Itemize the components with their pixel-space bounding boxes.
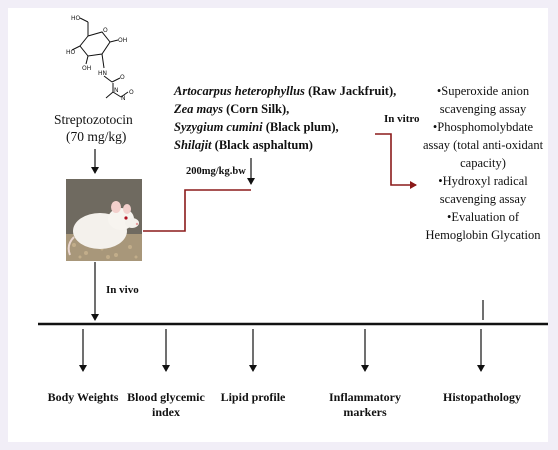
herb-latin-name: Zea mays <box>174 102 223 116</box>
assay-item: •Superoxide anion scavenging assay <box>418 82 548 118</box>
herb-latin-name: Artocarpus heterophyllus <box>174 84 305 98</box>
herb-latin-name: Syzygium cumini <box>174 120 263 134</box>
assay-item: •Phosphomolybdate assay (total anti-oxid… <box>418 118 548 172</box>
herb-latin-name: Shilajit <box>174 138 212 152</box>
assay-list: •Superoxide anion scavenging assay •Phos… <box>418 82 548 244</box>
in-vitro-label: In vitro <box>384 113 420 125</box>
assay-item: •Evaluation of Hemoglobin Glycation <box>418 208 548 244</box>
in-vivo-label: In vivo <box>106 284 139 296</box>
diagram-canvas: HO O OH HO OH HN O N N O Streptozotocin … <box>8 8 548 442</box>
assay-item: •Hydroxyl radical scavenging assay <box>418 172 548 208</box>
outcome-inflammatory-markers: Inflammatory markers <box>320 390 410 420</box>
herb-item: Shilajit (Black asphaltum) <box>174 136 414 154</box>
herb-list: Artocarpus heterophyllus (Raw Jackfruit)… <box>174 82 414 154</box>
herb-common-name: (Raw Jackfruit), <box>305 84 396 98</box>
herb-common-name: (Corn Silk), <box>223 102 289 116</box>
outcome-blood-glycemic-index: Blood glycemic index <box>124 390 208 420</box>
outcome-body-weights: Body Weights <box>36 390 130 405</box>
herb-item: Syzygium cumini (Black plum), <box>174 118 414 136</box>
herb-common-name: (Black asphaltum) <box>212 138 313 152</box>
red-step-line <box>143 190 251 231</box>
dose-label: 200mg/kg.bw <box>186 166 246 177</box>
outcome-histopathology: Histopathology <box>430 390 534 405</box>
outcome-lipid-profile: Lipid profile <box>208 390 298 405</box>
herb-common-name: (Black plum), <box>263 120 339 134</box>
herb-item: Artocarpus heterophyllus (Raw Jackfruit)… <box>174 82 414 100</box>
herb-item: Zea mays (Corn Silk), <box>174 100 414 118</box>
